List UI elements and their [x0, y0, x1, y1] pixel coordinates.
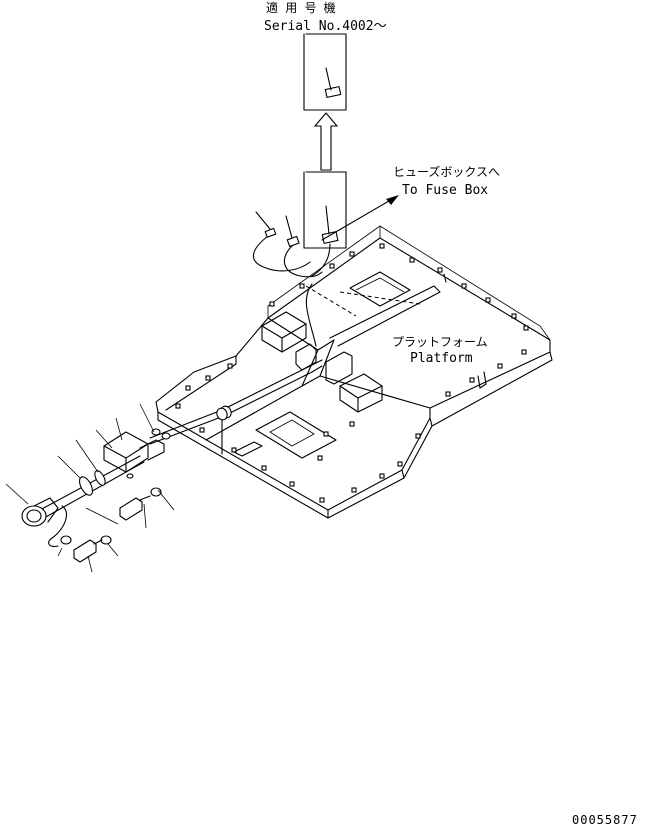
leader-lines	[5, 403, 175, 573]
cable-run	[149, 283, 323, 455]
drawing-number: 00055877	[572, 813, 638, 827]
to-fuse-box-jp-label: ヒューズボックスへ	[393, 164, 500, 179]
to-fuse-box-en-label: To Fuse Box	[402, 183, 488, 198]
wire-harness-upper	[252, 211, 331, 278]
detail-box-old	[303, 171, 347, 249]
applicable-model-label: 適 用 号 機	[266, 0, 336, 15]
platform-frame	[155, 225, 553, 519]
detail-box-new	[303, 33, 347, 111]
platform-jp-label: プラットフォーム	[392, 335, 488, 349]
fuse-box-arrow	[321, 195, 399, 241]
bolt-holes	[175, 243, 529, 503]
serial-number-label: Serial No.4002～	[264, 19, 387, 34]
lamp-assembly	[21, 428, 171, 563]
change-arrow	[313, 112, 339, 171]
platform-en-label: Platform	[410, 351, 473, 366]
